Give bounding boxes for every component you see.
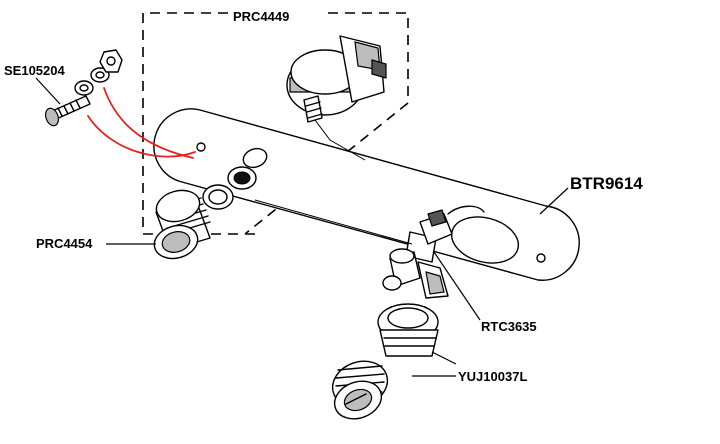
leader-line-plate: [539, 187, 569, 215]
screw-and-washers: [44, 49, 123, 127]
bezel-rings: [202, 166, 257, 210]
lighter-element: [153, 189, 211, 260]
lamp-connector: [382, 248, 449, 299]
label-switch: PRC4449: [233, 9, 289, 24]
fixing-route-line: [103, 87, 194, 159]
label-plate: BTR9614: [570, 174, 643, 193]
projection-line: [254, 199, 413, 245]
switch-body: [286, 35, 387, 161]
leader-line-screw: [35, 77, 61, 105]
label-lighter-element: PRC4454: [36, 236, 93, 251]
label-screw: SE105204: [4, 63, 65, 78]
lighter-socket: [331, 303, 439, 420]
mounting-plate: [153, 108, 580, 281]
leader-line-bulb-holder: [433, 251, 481, 321]
label-bulb-holder: RTC3635: [481, 319, 537, 334]
bulb-holder: [419, 205, 485, 245]
label-lighter-socket: YUJ10037L: [458, 369, 527, 384]
leader-line-socket: [412, 351, 457, 377]
